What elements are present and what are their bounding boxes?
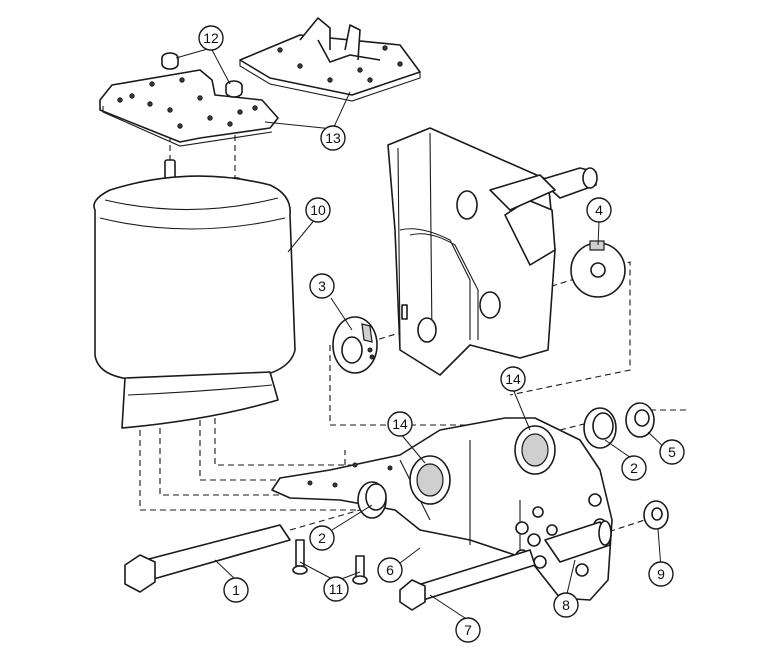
callout-9: 9 — [648, 561, 674, 587]
callout-12: 12 — [198, 25, 224, 51]
cam-washer-3 — [332, 316, 378, 374]
callout-11: 11 — [323, 576, 349, 602]
svg-text:13: 13 — [325, 130, 341, 146]
small-bolt-11-right — [352, 555, 368, 585]
upper-plate-right — [239, 17, 421, 102]
svg-text:4: 4 — [595, 202, 603, 218]
svg-text:2: 2 — [318, 530, 326, 546]
flange-nut-5 — [625, 402, 655, 438]
svg-text:10: 10 — [310, 202, 326, 218]
axle-tube-8 — [544, 520, 612, 563]
upper-plate-left — [99, 69, 279, 147]
air-spring — [93, 175, 296, 429]
bushing-2-left — [357, 481, 387, 519]
callout-5: 5 — [659, 439, 685, 465]
svg-text:12: 12 — [203, 30, 219, 46]
pivot-bolt-1 — [124, 524, 291, 593]
callout-6: 6 — [377, 557, 403, 583]
svg-text:5: 5 — [668, 444, 676, 460]
callout-3: 3 — [309, 273, 335, 299]
trailing-arm-6 — [271, 417, 613, 601]
svg-text:3: 3 — [318, 278, 326, 294]
callout-10: 10 — [305, 197, 331, 223]
svg-text:11: 11 — [329, 581, 344, 597]
top-nut-right — [225, 80, 243, 98]
washer-4 — [570, 240, 626, 298]
svg-text:8: 8 — [562, 597, 570, 613]
callout-14-left: 14 — [387, 411, 413, 437]
callout-4: 4 — [586, 197, 612, 223]
callout-2-right: 2 — [621, 455, 647, 481]
svg-text:6: 6 — [386, 562, 394, 578]
callout-13: 13 — [320, 125, 346, 151]
svg-text:9: 9 — [657, 566, 665, 582]
callout-7: 7 — [455, 617, 481, 643]
svg-text:14: 14 — [505, 371, 521, 387]
nut-9 — [643, 500, 669, 530]
svg-text:7: 7 — [464, 622, 472, 638]
bolt-7 — [399, 549, 536, 611]
svg-text:2: 2 — [630, 460, 638, 476]
callout-14-right: 14 — [500, 366, 526, 392]
callout-8: 8 — [553, 592, 579, 618]
top-nut-left — [161, 52, 179, 70]
frame-hanger-bracket — [387, 127, 598, 376]
callout-2-left: 2 — [309, 525, 335, 551]
callout-leaders — [175, 47, 670, 621]
bushing-2-right — [583, 407, 617, 449]
svg-text:1: 1 — [232, 582, 240, 598]
small-bolt-11-left — [292, 539, 308, 575]
svg-text:14: 14 — [392, 416, 408, 432]
callout-1: 1 — [223, 577, 249, 603]
